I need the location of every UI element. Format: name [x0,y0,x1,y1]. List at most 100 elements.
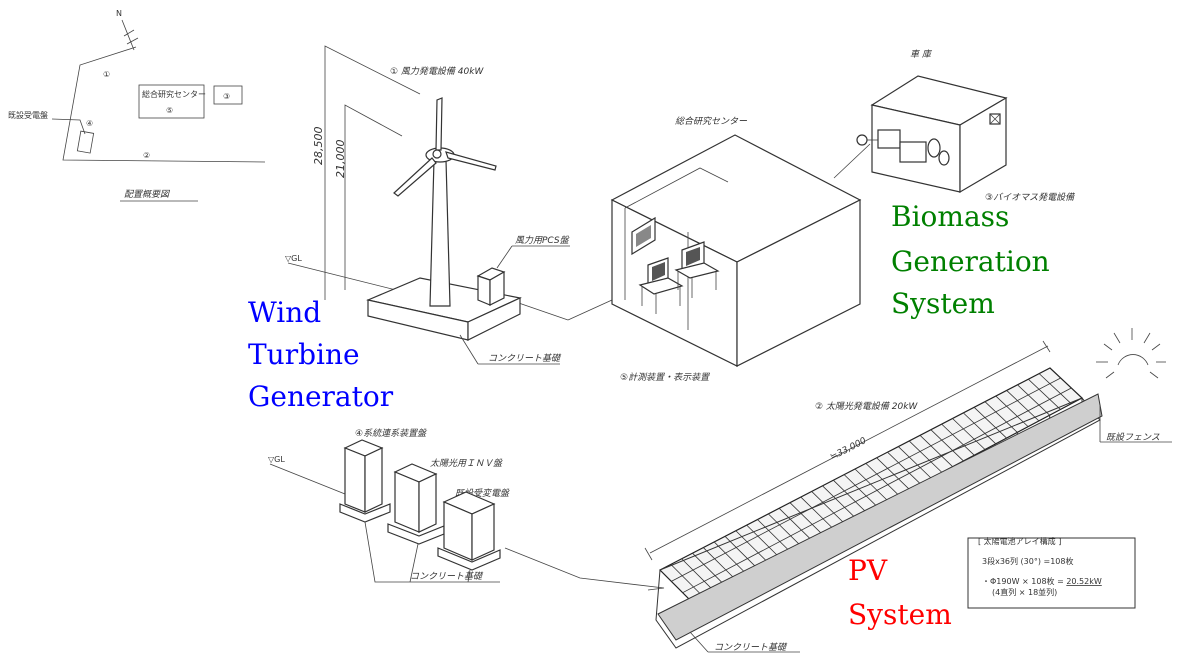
overlay-pv-label: PV System [848,554,953,632]
site-marker-2: ② [143,151,150,160]
pv-overlay-line-1: PV [848,554,888,587]
pv-length: ≒33,000 [829,436,869,463]
pv-row-divider [682,387,1072,594]
wind-ground: ▽GL [285,254,302,263]
pv-panel-divider [1017,384,1050,416]
sun-icon [1096,328,1166,379]
pv-panel-divider [724,536,759,570]
cabinet-3 [437,491,501,571]
pv-overlay-line-2: System [848,598,952,631]
pv-panel-divider [898,446,932,479]
biomass-overlay-line-3: System [891,287,995,320]
overlay-wind-label: Wind Turbine Generator [248,296,395,414]
site-marker-5: ⑤ [166,106,173,115]
biomass-section: 車 庫 ③バイオマス発電設備 [856,49,1075,203]
monitor-desk-icon [638,257,684,314]
pv-panel-divider [887,451,921,485]
biomass-overlay-line-1: Biomass [891,200,1009,233]
north-label: N [116,9,122,18]
pv-panel-divider [973,406,1007,439]
pv-panel-divider [746,524,781,559]
pv-panel-divider [789,502,824,536]
pv-panel-divider [952,418,986,450]
pv-section: ② 太陽光発電設備 20kW ≒33,000 既設フェンス コンクリ [644,328,1172,653]
pv-panel-divider [833,479,867,513]
site-center-box [138,84,205,119]
pv-panel-divider [908,440,943,473]
cabinets-substation-label: 既設受変電盤 [455,488,511,499]
biomass-title: ③バイオマス発電設備 [985,192,1075,203]
pv-panel-divider [768,513,803,548]
site-marker-3: ③ [223,92,230,101]
pv-panel-divider [843,474,878,508]
pv-row-divider [671,377,1061,582]
site-marker-4: ④ [86,119,93,128]
wind-turbine-section: ① 風力発電設備 40kW 28,500 21,000 ▽GL [285,45,613,365]
pv-panel-divider [670,564,706,599]
pv-panel-divider [1038,373,1072,405]
site-existing-panel: 既設受電盤 [8,110,48,120]
pv-panel-divider [822,485,856,519]
wind-overlay-line-3: Generator [248,380,394,413]
site-caption: 配置概要図 [124,189,171,200]
wind-height-hub: 21,000 [334,140,347,179]
pv-panel-divider [735,530,770,565]
overlay-biomass-label: Biomass Generation System [891,200,1051,321]
pv-spec-line2-prefix: ・Φ190W × 108枚 = [982,576,1066,586]
pv-panel-divider [800,496,835,530]
cabinets-foundation-label: コンクリート基礎 [410,571,484,582]
pv-panel-divider [930,429,964,462]
cabinets-ground: ▽GL [268,455,285,464]
pv-panel-divider [1028,378,1061,410]
pv-spec-line2-value: 20.52kW [1066,577,1102,586]
pv-foundation-label: コンクリート基礎 [714,642,788,653]
wind-title: ① 風力発電設備 40kW [390,66,484,77]
center-measure-label: ⑤計測装置・表示装置 [620,372,710,383]
site-box-3 [213,85,243,105]
pv-panel-divider [963,412,997,445]
turbine-rotor-icon [393,97,497,197]
cabinet-2 [387,463,445,545]
wall-display-icon [631,216,656,256]
cabinets-inv-label: 太陽光用ＩＮＶ盤 [430,458,504,469]
pv-spec-line1: 3段x36列 (30°) =108枚 [982,556,1073,566]
wind-overlay-line-1: Wind [248,296,321,329]
pv-panel-divider [995,395,1029,427]
site-center-label: 総合研究センター [142,89,206,99]
svg-text:・Φ190W × 108枚 = 20.52kW: ・Φ190W × 108枚 = 20.52kW [982,576,1102,586]
pv-fence [655,397,1101,649]
pv-panel-divider [811,491,846,525]
exhaust-fan-icon [989,113,1001,125]
pv-panel-divider [713,541,749,576]
biomass-overlay-line-2: Generation [891,245,1050,278]
pv-panel-divider [778,507,813,542]
cabinets-title: ④系統連系装置盤 [355,428,428,439]
wind-pcs-label: 風力用PCS盤 [515,235,571,246]
pv-panel-grid [670,373,1083,618]
site-panel-box [76,130,95,154]
pv-panel-divider [941,423,975,456]
pv-panel-divider [854,468,889,502]
monitor-desk-icon-2 [674,241,720,298]
site-plan: N ① 総合研究センター ⑤ ③ ④ 既設受電盤 ② 配置概要図 [8,9,266,202]
center-title: 総合研究センター [675,116,748,127]
wind-overlay-line-2: Turbine [248,338,360,371]
wind-pcs-cabinet [476,267,506,306]
site-marker-1: ① [103,70,110,79]
cabinets-section: ④系統連系装置盤 ▽GL 太陽光用ＩＮＶ盤 既設受変電盤 コンクリート基礎 [268,428,665,591]
pv-panel-divider [692,552,727,588]
pv-panel-divider [703,547,738,582]
pv-title: ② 太陽光発電設備 20kW [815,401,918,412]
pv-fence-mesh [657,393,1103,641]
research-center-section: 総合研究センター ⑤計測装置・表示装置 [610,116,871,383]
pv-spec-title: [ 太陽電池アレイ構成 ] [978,536,1061,546]
biomass-shed-label: 車 庫 [910,49,933,60]
pv-panel-divider [757,519,792,553]
wind-tower [429,159,451,307]
pv-array-spec-box: [ 太陽電池アレイ構成 ] 3段x36列 (30°) =108枚 ・Φ190W … [967,536,1136,609]
pv-panel-divider [919,435,953,467]
wind-foundation-label: コンクリート基礎 [488,353,562,364]
cabinet-1 [339,439,391,523]
pv-panel-divider [984,401,1018,433]
